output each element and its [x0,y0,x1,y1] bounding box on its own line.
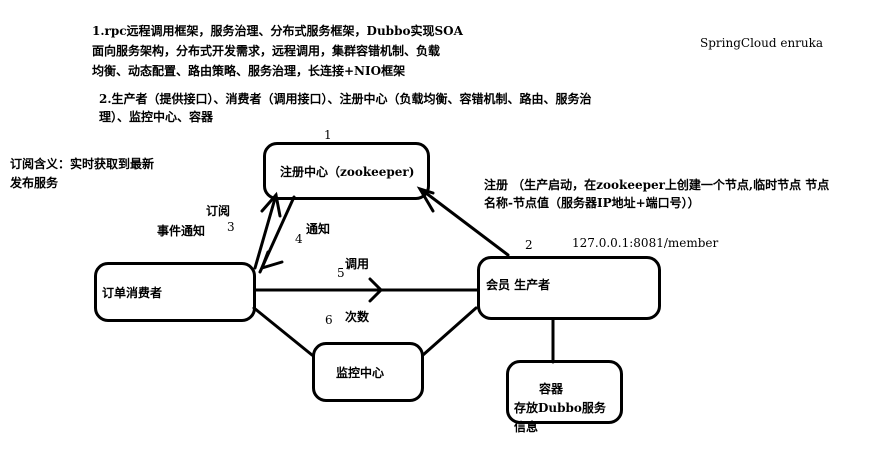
springcloud-note: SpringCloud enruka [700,36,824,50]
producer-label: 会员 生产者 [486,278,551,292]
producer-node [477,256,661,320]
container-label-line-2: 存放Dubbo服务 [514,401,606,415]
consumer-label: 订单消费者 [102,286,163,300]
monitor-label: 监控中心 [336,366,385,380]
step-number-3: 3 [227,220,235,234]
producer-address: 127.0.0.1:8081/member [572,236,719,250]
container-label-line-1: 容器 [539,382,564,396]
note-line-5: 理）、监控中心、容器 [99,110,214,124]
registry-label: 注册中心（zookeeper) [280,165,415,179]
step-number-2: 2 [525,238,533,252]
container-node [506,360,623,424]
step-number-4: 4 [295,232,303,246]
note-line-2: 面向服务架构，分布式开发需求，远程调用，集群容错机制、负载 [92,44,441,58]
step-number-1: 1 [324,128,332,142]
monitor-node [312,342,424,402]
note-line-4: 2.生产者（提供接口）、消费者（调用接口）、注册中心（负载均衡、容错机制、路由、… [99,92,592,106]
subscribe-meaning-line-1: 订阅含义：实时获取到最新 [10,157,155,171]
invoke-label: 调用 [345,257,370,271]
subscribe-label: 订阅 [206,204,231,218]
registry-node [263,142,430,200]
consumer-node [94,262,256,322]
subscribe-meaning-line-2: 发布服务 [10,176,59,190]
notify-label: 通知 [306,222,331,236]
count-label: 次数 [345,310,370,324]
step-number-5: 5 [337,266,345,280]
step-number-6: 6 [325,313,333,327]
event-notify-label: 事件通知 [157,224,206,238]
container-label-line-3: 信息 [514,420,539,434]
note-line-3: 均衡、动态配置、路由策略、服务治理，长连接+NIO框架 [92,64,406,78]
register-note-line-1: 注册 （生产启动，在zookeeper上创建一个节点,临时节点 节点 [484,178,830,192]
register-note-line-2: 名称-节点值（服务器IP地址+端口号）） [484,196,700,210]
note-line-1: 1.rpc远程调用框架，服务治理、分布式服务框架，Dubbo实现SOA [92,24,463,38]
